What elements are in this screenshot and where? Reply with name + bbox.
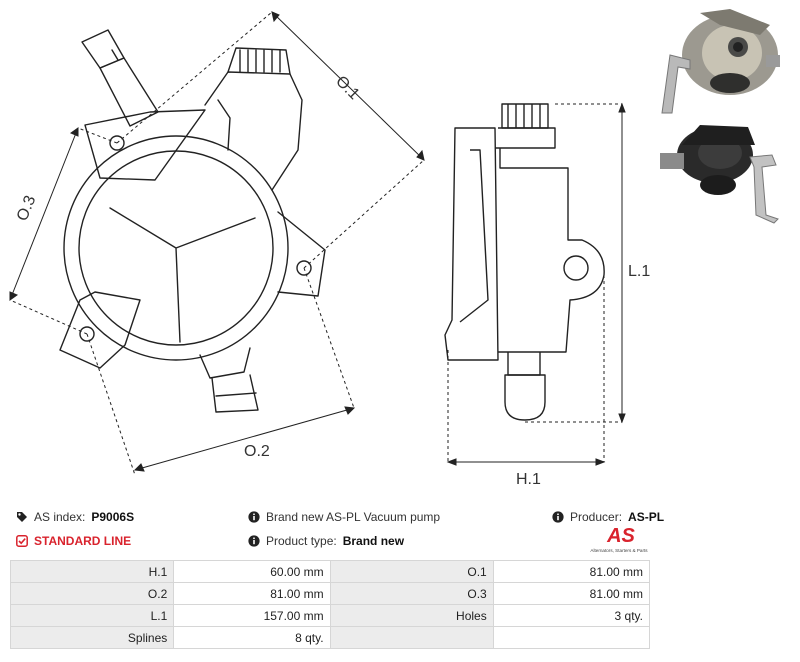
brand-logo: AS Alternators, Starters & Parts bbox=[590, 525, 648, 553]
spec-value: 81.00 mm bbox=[492, 582, 651, 605]
spec-value bbox=[492, 626, 651, 649]
info-icon bbox=[248, 535, 260, 547]
description: Brand new AS-PL Vacuum pump bbox=[248, 510, 440, 524]
spec-value: 81.00 mm bbox=[173, 582, 331, 605]
label-o1: O.1 bbox=[332, 73, 362, 103]
product-type-label: Product type: bbox=[266, 534, 337, 548]
table-row: O.2 81.00 mm O.3 81.00 mm bbox=[9, 582, 651, 605]
tag-icon bbox=[16, 511, 28, 523]
spec-key: L.1 bbox=[9, 604, 175, 627]
spec-value: 3 qty. bbox=[492, 604, 651, 627]
as-index: AS index: P9006S bbox=[16, 510, 134, 524]
pump-bottom-nozzle bbox=[199, 347, 259, 413]
producer: Producer: AS-PL bbox=[552, 510, 664, 524]
as-index-value: P9006S bbox=[91, 510, 135, 524]
pump-body bbox=[63, 135, 289, 361]
as-index-label: AS index: bbox=[34, 510, 86, 524]
spec-value: 81.00 mm bbox=[492, 560, 651, 583]
spec-value: 8 qty. bbox=[173, 626, 331, 649]
product-type-value: Brand new bbox=[342, 534, 405, 548]
spec-value: 157.00 mm bbox=[173, 604, 331, 627]
product-type: Product type: Brand new bbox=[248, 534, 404, 548]
spec-key bbox=[329, 626, 494, 649]
logo-text: AS bbox=[606, 525, 635, 547]
spec-key: H.1 bbox=[9, 560, 175, 583]
technical-drawing: O.1 O.3 O.2 L.1 H.1 bbox=[9, 11, 650, 488]
spec-key: O.2 bbox=[9, 582, 175, 605]
table-row: H.1 60.00 mm O.1 81.00 mm bbox=[9, 560, 651, 583]
pump-side-view bbox=[444, 103, 605, 421]
dimension-o1 bbox=[116, 11, 425, 269]
dimension-o2 bbox=[86, 267, 356, 476]
check-square-icon bbox=[16, 535, 28, 547]
standard-line-label: STANDARD LINE bbox=[34, 534, 132, 548]
producer-value: AS-PL bbox=[628, 510, 665, 524]
spec-key: O.3 bbox=[329, 582, 494, 605]
standard-line: STANDARD LINE bbox=[16, 534, 131, 548]
description-text: Brand new AS-PL Vacuum pump bbox=[266, 510, 441, 524]
product-photo-front bbox=[661, 9, 780, 114]
spec-table: H.1 60.00 mm O.1 81.00 mm O.2 81.00 mm O… bbox=[9, 560, 651, 649]
pump-flange bbox=[59, 109, 326, 369]
pump-outlet-port bbox=[204, 47, 303, 191]
spec-value: 60.00 mm bbox=[173, 560, 331, 583]
dimension-h1 bbox=[446, 275, 606, 466]
table-row: Splines 8 qty. bbox=[9, 626, 651, 649]
label-h1: H.1 bbox=[516, 471, 541, 488]
pump-inlet-nozzle bbox=[81, 29, 159, 127]
label-o2: O.2 bbox=[244, 443, 270, 460]
table-row: L.1 157.00 mm Holes 3 qty. bbox=[9, 604, 651, 627]
label-o3: O.3 bbox=[14, 193, 39, 223]
info-icon bbox=[552, 511, 564, 523]
spec-key: Holes bbox=[329, 604, 494, 627]
producer-label: Producer: bbox=[570, 510, 623, 524]
logo-tagline: Alternators, Starters & Parts bbox=[590, 548, 648, 553]
product-photo-back bbox=[660, 125, 779, 224]
dimension-l1 bbox=[525, 102, 626, 424]
info-icon bbox=[248, 511, 260, 523]
dimension-o3 bbox=[9, 127, 118, 335]
spec-key: O.1 bbox=[329, 560, 494, 583]
spec-key: Splines bbox=[9, 626, 175, 649]
label-l1: L.1 bbox=[628, 263, 650, 280]
